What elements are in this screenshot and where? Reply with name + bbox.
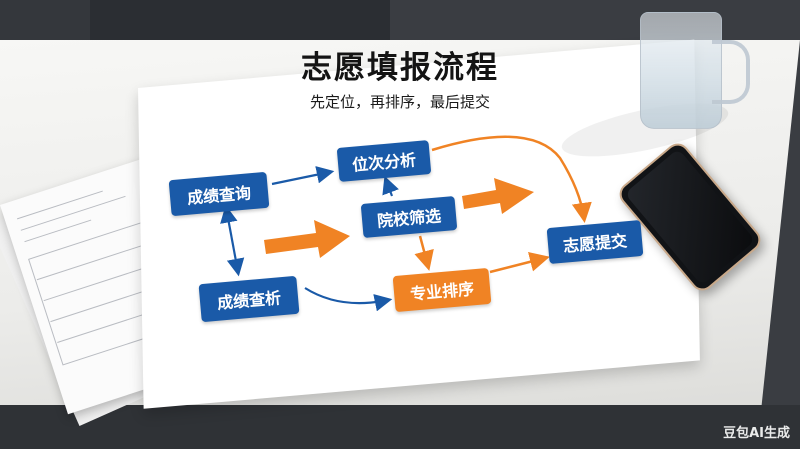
table-edge <box>0 405 800 449</box>
watermark: 豆包AI生成 <box>723 426 790 441</box>
water-glass <box>640 12 722 129</box>
glass-handle <box>712 40 750 104</box>
page-subtitle: 先定位，再排序，最后提交 <box>309 93 490 111</box>
page-title: 志愿填报流程 <box>301 50 499 86</box>
